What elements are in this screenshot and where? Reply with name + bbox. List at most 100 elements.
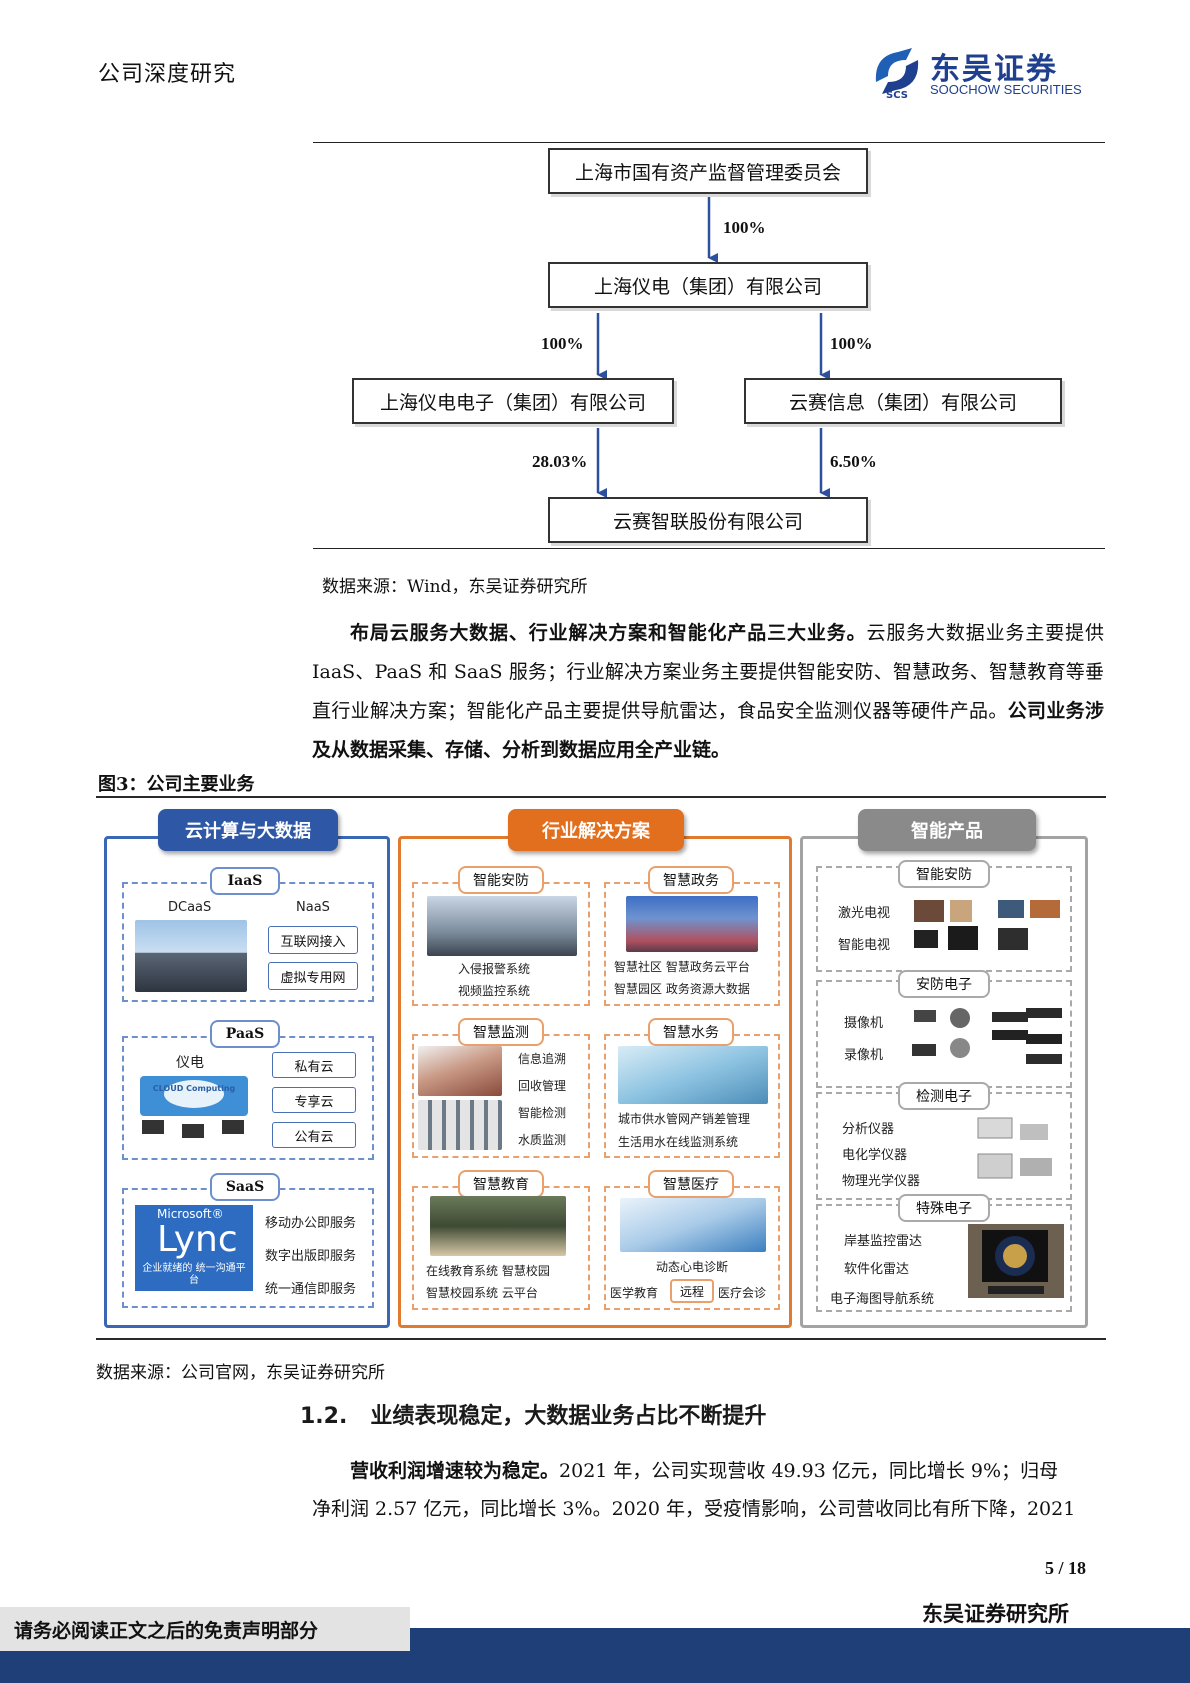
products-panel-header: 智能产品: [858, 809, 1036, 851]
industry-card-monitoring-line4: 水质监测: [518, 1133, 567, 1147]
industry-card-water-line2: 生活用水在线监测系统: [618, 1135, 739, 1149]
industry-card-water-tag: 智慧水务: [648, 1018, 734, 1046]
industry-card-medical-line1: 动态心电诊断: [656, 1260, 729, 1274]
org-pct-to-inesa-electronics: 100%: [541, 334, 584, 353]
industry-card-government-line2: 智慧园区 政务资源大数据: [614, 982, 750, 996]
product-optical-instrument: 物理光学仪器: [842, 1174, 921, 1189]
paas-tag: PaaS: [210, 1020, 280, 1048]
industry-card-government-tag: 智慧政务: [648, 866, 734, 894]
org-node-sasac: 上海市国有资产监督管理委员会: [548, 148, 868, 194]
org-pct-to-yunsai-zhilian-left: 28.03%: [532, 452, 588, 471]
industry-card-education-tag: 智慧教育: [458, 1170, 544, 1198]
product-group-testing-electronics-tag: 检测电子: [898, 1082, 990, 1110]
industry-card-monitoring-line1: 信息追溯: [518, 1052, 567, 1066]
government-building-image: [626, 896, 758, 952]
lync-microsoft-text: Microsoft®: [157, 1207, 224, 1221]
tv-products-image: [914, 900, 1060, 950]
saas-item-digital-publishing: 数字出版即服务: [265, 1249, 357, 1264]
org-chart-source: 数据来源：Wind，东吴证券研究所: [322, 577, 588, 597]
industry-card-medical-remote: 远程: [670, 1279, 714, 1303]
monitoring-image-bottom: [418, 1100, 502, 1150]
logo-mark-icon: SCS: [875, 48, 919, 101]
industry-card-water-line1: 城市供水管网产销差管理: [618, 1112, 751, 1126]
lync-logo: Microsoft® Lync 企业就绪的 统一沟通平台: [135, 1205, 253, 1291]
industry-card-government-line1: 智慧社区 智慧政务云平台: [614, 960, 750, 974]
saas-tag: SaaS: [210, 1173, 280, 1201]
monitoring-image-top: [418, 1046, 502, 1096]
product-shore-radar: 岸基监控雷达: [844, 1234, 923, 1249]
product-ecdis: 电子海图导航系统: [830, 1292, 935, 1307]
product-analysis-instrument: 分析仪器: [842, 1122, 895, 1137]
iaas-button-internet: 互联网接入: [268, 926, 358, 954]
product-software-radar: 软件化雷达: [844, 1262, 910, 1277]
business-paragraph: 布局云服务大数据、行业解决方案和智能化产品三大业务。云服务大数据业务主要提供 I…: [312, 614, 1104, 770]
company-logo: SCS 东吴证券 SOOCHOW SECURITIES: [868, 42, 1104, 101]
logo-chinese-text: 东吴证券: [930, 52, 1058, 87]
org-chart-arrows: [596, 195, 830, 498]
product-laser-tv: 激光电视: [838, 906, 891, 921]
cloud-computing-icon: CLOUD Computing: [140, 1076, 248, 1138]
figure-title: 图3：公司主要业务: [98, 774, 255, 795]
section-heading: 1.2. 业绩表现稳定，大数据业务占比不断提升: [300, 1398, 766, 1430]
product-electrochemical-instrument: 电化学仪器: [842, 1148, 908, 1163]
industry-card-monitoring-line3: 智能检测: [518, 1106, 567, 1120]
camera-recorder-image: [912, 1008, 1062, 1064]
industry-card-security-line2: 视频监控系统: [458, 984, 531, 998]
org-chart-bottom-rule: [313, 548, 1105, 549]
business-paragraph-lead: 布局云服务大数据、行业解决方案和智能化产品三大业务。: [350, 622, 867, 644]
org-node-inesa-electronics: 上海仪电电子（集团）有限公司: [352, 378, 674, 424]
classroom-image: [430, 1196, 566, 1256]
industry-card-monitoring-line2: 回收管理: [518, 1079, 567, 1093]
section-number: 1.2.: [300, 1404, 348, 1429]
product-group-security-electronics-tag: 安防电子: [898, 970, 990, 998]
revenue-paragraph-text1: 2021 年，公司实现营收 49.93 亿元，同比增长 9%；归母: [559, 1460, 1059, 1482]
product-smart-tv: 智能电视: [838, 938, 891, 953]
iaas-naas-label: NaaS: [296, 900, 330, 915]
figure-top-rule: [96, 796, 1106, 798]
water-service-image: [618, 1046, 768, 1104]
iaas-dcaas-label: DCaaS: [168, 900, 212, 915]
industry-panel-header: 行业解决方案: [508, 809, 684, 851]
industry-card-monitoring-tag: 智慧监测: [458, 1018, 544, 1046]
org-pct-to-yunsai-zhilian-right: 6.50%: [830, 452, 877, 471]
industry-card-medical-line2: 医学教育: [610, 1286, 659, 1300]
industry-card-medical-line4: 医疗会诊: [718, 1286, 767, 1300]
product-recorder: 录像机: [844, 1048, 884, 1063]
logo-english-text: SOOCHOW SECURITIES: [930, 82, 1082, 97]
cloud-computing-text: CLOUD Computing: [153, 1084, 236, 1093]
disclaimer-notice: 请务必阅读正文之后的免责声明部分: [0, 1607, 410, 1651]
org-pct-to-yunsai-info: 100%: [830, 334, 873, 353]
paas-button-dedicated-cloud: 专享云: [272, 1087, 356, 1113]
security-control-room-image: [427, 896, 577, 956]
lync-subtitle: 企业就绪的 统一沟通平台: [142, 1263, 246, 1286]
datacenter-image: [135, 920, 247, 992]
industry-card-security-tag: 智能安防: [458, 866, 544, 894]
org-node-yunsai-info: 云赛信息（集团）有限公司: [744, 378, 1062, 424]
org-pct-sasac-to-inesa: 100%: [723, 218, 766, 237]
figure-bottom-rule: [96, 1338, 1106, 1340]
section-title: 业绩表现稳定，大数据业务占比不断提升: [370, 1404, 767, 1429]
iaas-button-vpn: 虚拟专用网: [268, 962, 358, 990]
product-camera: 摄像机: [844, 1016, 884, 1031]
report-type-label: 公司深度研究: [98, 62, 237, 87]
industry-card-education-line1: 在线教育系统 智慧校园: [426, 1264, 550, 1278]
org-node-inesa-group: 上海仪电（集团）有限公司: [548, 262, 868, 308]
medical-tablet-image: [620, 1198, 766, 1252]
lync-brand-text: Lync: [157, 1219, 238, 1260]
industry-card-education-line2: 智慧校园系统 云平台: [426, 1286, 538, 1300]
product-group-smart-security-tag: 智能安防: [898, 860, 990, 888]
revenue-paragraph-lead: 营收利润增速较为稳定。: [350, 1460, 560, 1482]
business-paragraph-tail: 公司业务涉及从数据采集、存储、分析到数据应用全产业链。: [312, 700, 1104, 761]
page-number: 5 / 18: [1045, 1558, 1087, 1578]
paas-yidian-label: 仪电: [176, 1055, 204, 1071]
saas-item-unified-comms: 统一通信即服务: [265, 1282, 357, 1297]
iaas-tag: IaaS: [210, 867, 280, 895]
product-group-special-electronics-tag: 特殊电子: [898, 1194, 990, 1222]
instruments-image: [977, 1117, 1052, 1179]
paas-button-public-cloud: 公有云: [272, 1122, 356, 1148]
paas-button-private-cloud: 私有云: [272, 1052, 356, 1078]
industry-card-medical-tag: 智慧医疗: [648, 1170, 734, 1198]
industry-card-security-line1: 入侵报警系统: [458, 962, 531, 976]
business-paragraph-body: 云服务大数据业务主要提供 IaaS、PaaS 和 SaaS 服务；行业解决方案业…: [312, 622, 1104, 722]
saas-item-mobile-office: 移动办公即服务: [265, 1216, 357, 1231]
